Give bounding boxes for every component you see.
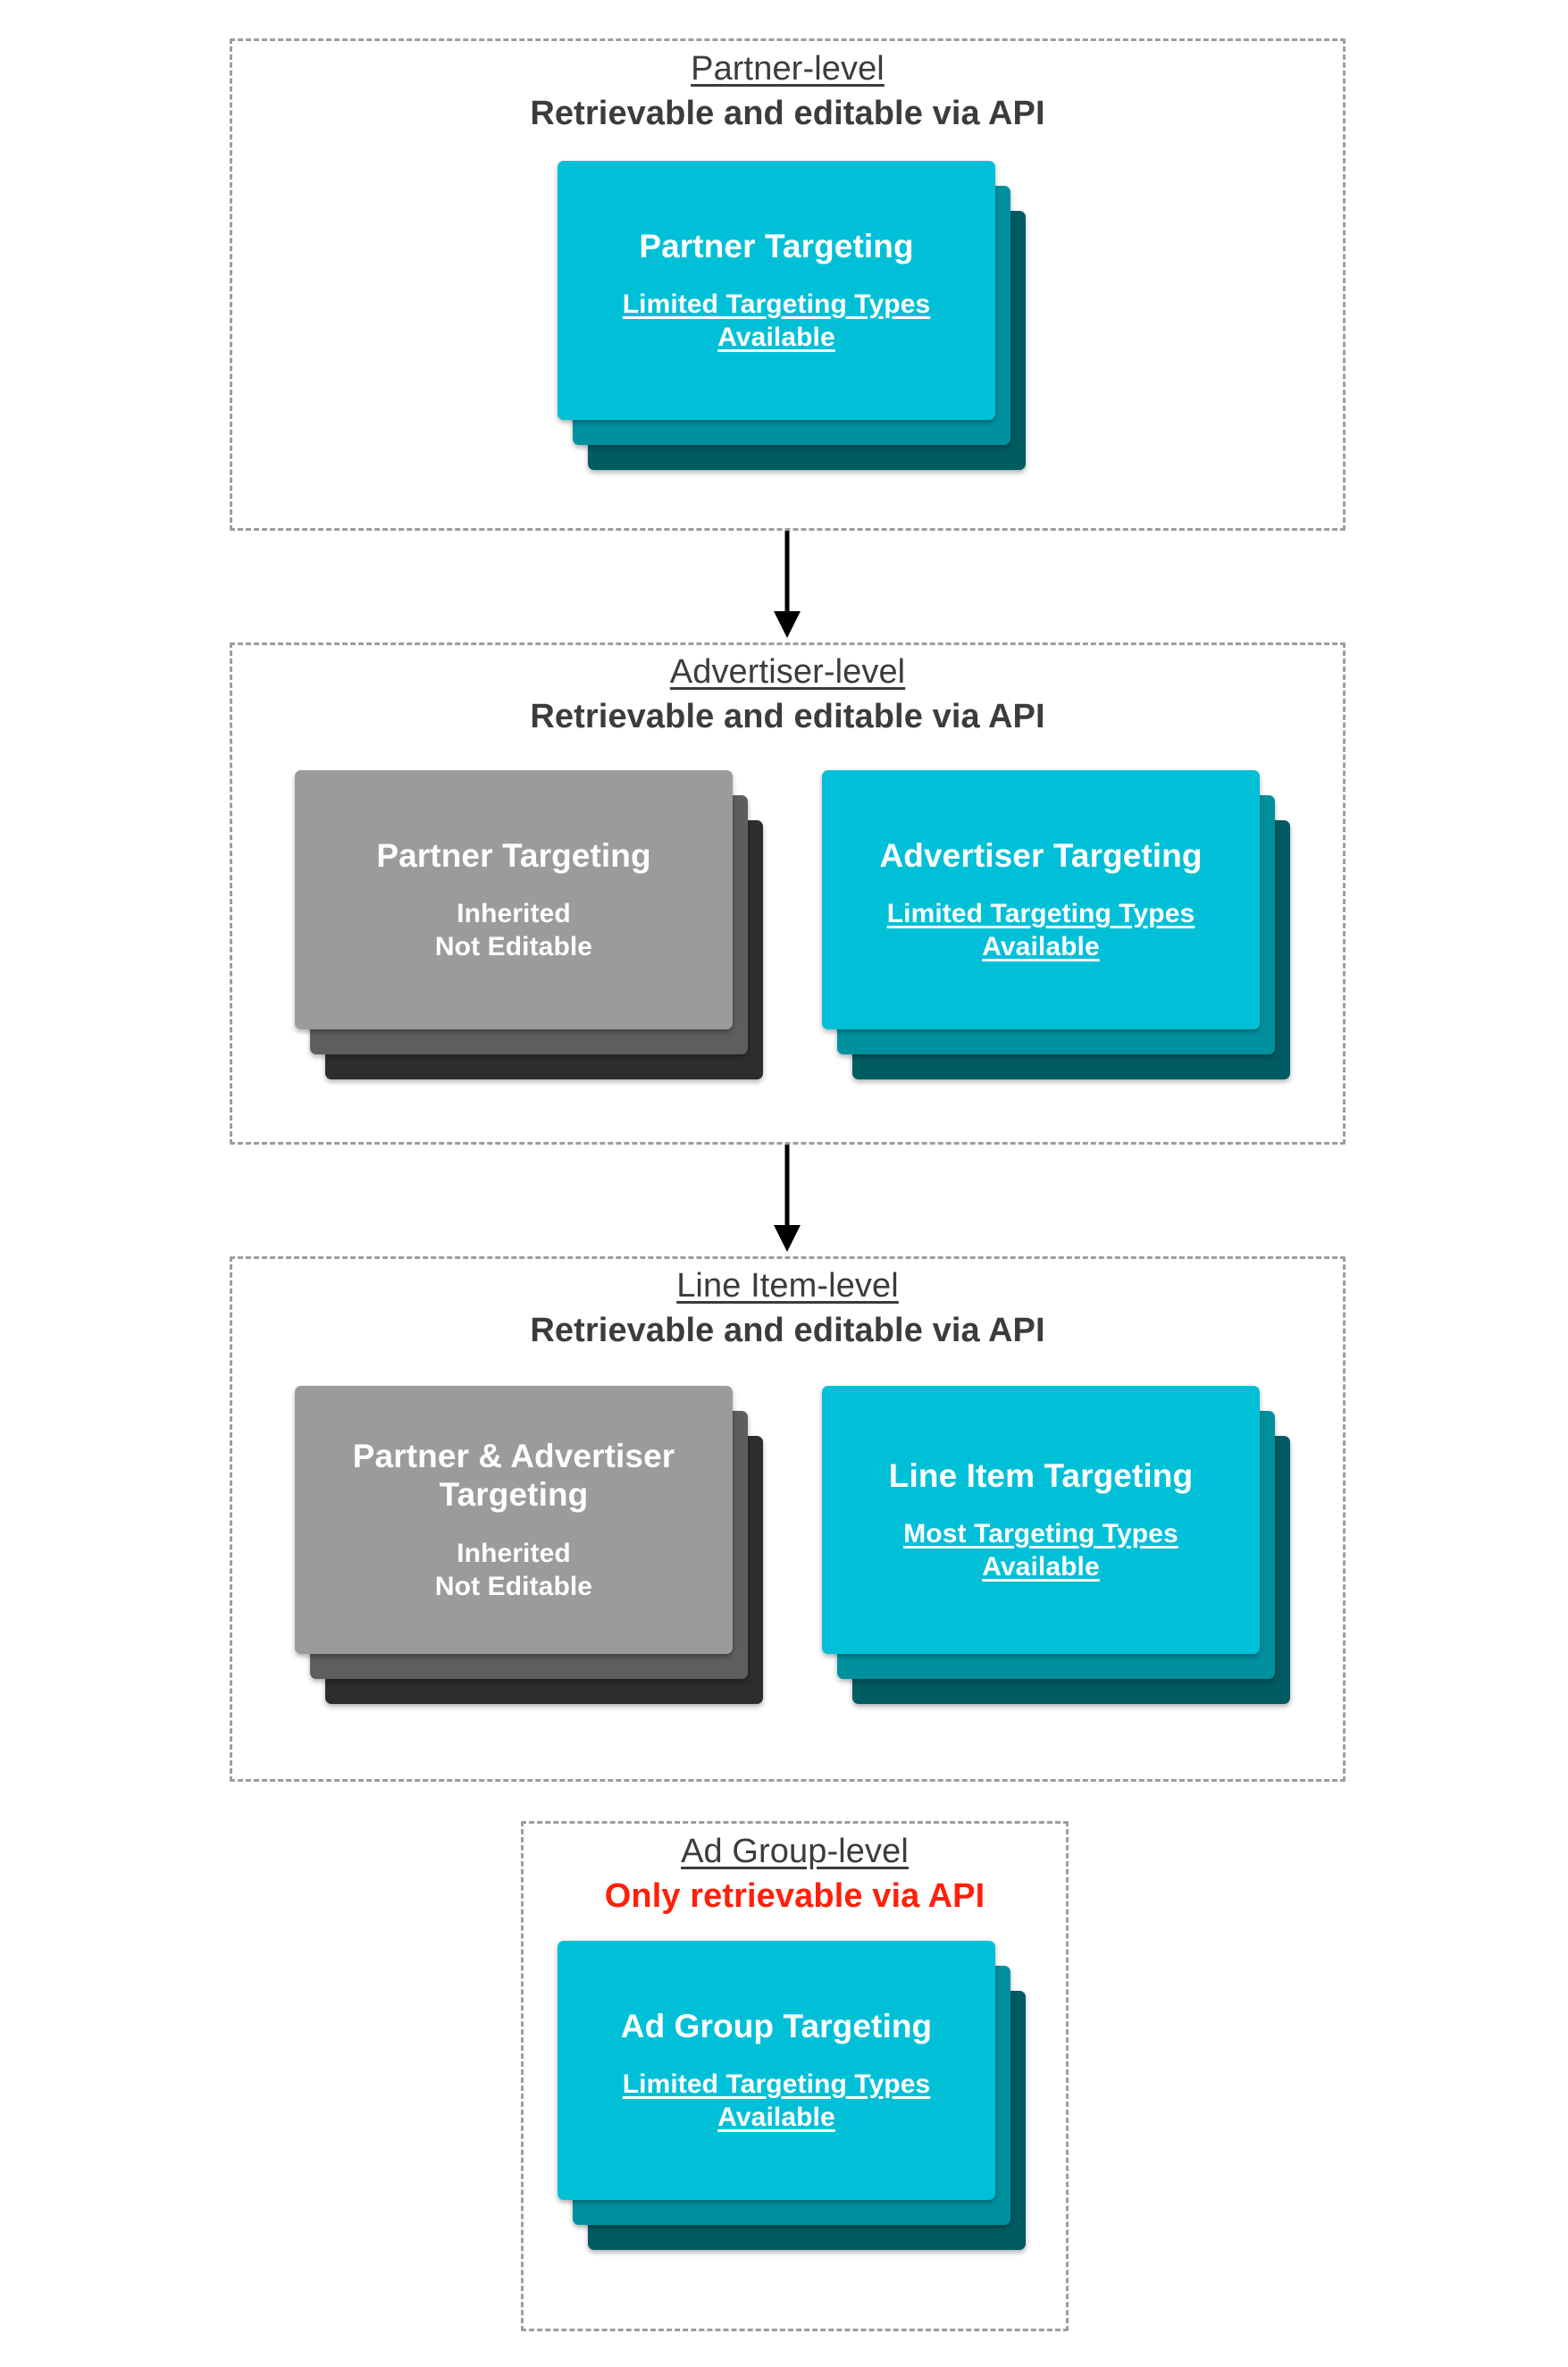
card-subtitle: Limited Targeting Types Available: [887, 898, 1195, 963]
card-partner-targeting[interactable]: Partner Targeting Limited Targeting Type…: [558, 161, 995, 420]
level-box-partner-level: [230, 38, 1346, 531]
card-title: Partner Targeting: [376, 836, 651, 874]
level-box-advertiser-level: [230, 642, 1346, 1145]
card-subtitle-line-1: Limited Targeting Types: [886, 899, 1195, 929]
card-subtitle: Inherited Not Editable: [435, 898, 592, 963]
card-stack-line-item-targeting: Line Item Targeting Most Targeting Types…: [822, 1386, 1295, 1743]
card-subtitle-line-1: Inherited: [457, 899, 571, 929]
level-header-line-item-level: Line Item-level Retrievable and editable…: [230, 1266, 1346, 1351]
card-stack-partner-targeting: Partner Targeting Limited Targeting Type…: [558, 161, 1026, 491]
level-header-ad-group-level: Ad Group-level Only retrievable via API: [521, 1832, 1069, 1917]
level-title-line-item-level: Line Item-level: [676, 1267, 899, 1305]
card-subtitle: Limited Targeting Types Available: [623, 2069, 931, 2134]
card-subtitle-line-1: Most Targeting Types: [903, 1519, 1178, 1549]
card-stack-ad-group-targeting: Ad Group Targeting Limited Targeting Typ…: [558, 1941, 1031, 2289]
card-advertiser-targeting[interactable]: Advertiser Targeting Limited Targeting T…: [822, 770, 1260, 1029]
card-subtitle-line-1: Limited Targeting Types: [622, 290, 931, 320]
level-title-ad-group-level: Ad Group-level: [681, 1833, 909, 1870]
card-subtitle: Most Targeting Types Available: [903, 1518, 1178, 1583]
card-stack-partner-advertiser-targeting-inherited: Partner & Advertiser Targeting Inherited…: [295, 1386, 768, 1743]
level-header-partner-level: Partner-level Retrievable and editable v…: [230, 49, 1346, 134]
card-title: Ad Group Targeting: [620, 2007, 933, 2044]
card-title: Advertiser Targeting: [879, 836, 1203, 874]
card-line-item-targeting[interactable]: Line Item Targeting Most Targeting Types…: [822, 1386, 1260, 1654]
card-subtitle: Limited Targeting Types Available: [623, 289, 931, 354]
card-subtitle-line-1: Limited Targeting Types: [622, 2069, 931, 2100]
card-title: Partner Targeting: [639, 227, 914, 264]
card-partner-targeting-inherited[interactable]: Partner Targeting Inherited Not Editable: [295, 770, 733, 1029]
card-subtitle-line-1: Inherited: [457, 1539, 571, 1569]
card-stack-advertiser-targeting: Advertiser Targeting Limited Targeting T…: [822, 770, 1295, 1119]
card-ad-group-targeting[interactable]: Ad Group Targeting Limited Targeting Typ…: [558, 1941, 995, 2200]
arrow-partner-to-advertiser: [774, 531, 801, 638]
level-header-advertiser-level: Advertiser-level Retrievable and editabl…: [230, 652, 1346, 737]
card-subtitle-line-2: Not Editable: [434, 1571, 593, 1601]
level-subtitle-ad-group-level: Only retrievable via API: [604, 1876, 985, 1915]
level-box-line-item-level: [230, 1256, 1346, 1782]
card-subtitle-line-2: Not Editable: [434, 931, 593, 961]
level-box-ad-group-level: [521, 1821, 1069, 2331]
level-title-advertiser-level: Advertiser-level: [669, 653, 906, 691]
level-subtitle-partner-level: Retrievable and editable via API: [530, 94, 1045, 132]
level-subtitle-line-item-level: Retrievable and editable via API: [530, 1311, 1045, 1349]
card-partner-advertiser-targeting-inherited[interactable]: Partner & Advertiser Targeting Inherited…: [295, 1386, 733, 1654]
level-subtitle-advertiser-level: Retrievable and editable via API: [530, 697, 1045, 735]
card-title: Partner & Advertiser Targeting: [352, 1437, 675, 1514]
card-subtitle: Inherited Not Editable: [435, 1538, 592, 1603]
card-stack-partner-targeting-inherited: Partner Targeting Inherited Not Editable: [295, 770, 768, 1119]
card-subtitle-line-2: Available: [717, 322, 835, 352]
card-title: Line Item Targeting: [888, 1456, 1194, 1494]
card-subtitle-line-2: Available: [717, 2102, 835, 2132]
card-subtitle-line-2: Available: [982, 931, 1100, 961]
card-subtitle-line-2: Available: [982, 1551, 1100, 1582]
arrow-advertiser-to-line-item: [774, 1145, 801, 1252]
level-title-partner-level: Partner-level: [691, 50, 885, 88]
